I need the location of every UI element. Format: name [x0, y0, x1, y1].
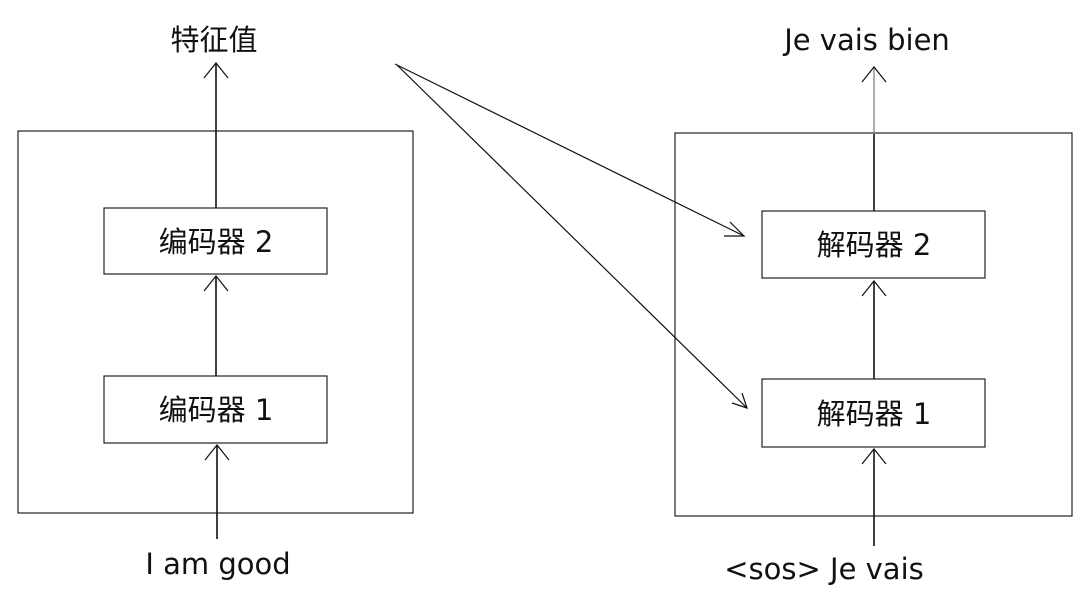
decoder-block-1 [761, 378, 986, 448]
decoder-input-arrow [861, 448, 887, 546]
encoder-block-1 [103, 375, 328, 444]
decoder-2-label: 解码器 2 [817, 228, 932, 262]
feature-to-decoder-2-arrow [394, 63, 746, 237]
encoder-1-label: 编码器 1 [159, 393, 274, 427]
encoder-output-arrow [203, 62, 229, 208]
feature-to-decoder-1-arrow [396, 64, 748, 409]
output-label: Je vais bien [782, 23, 950, 57]
decoder-output-arrow [861, 66, 887, 211]
encoder-input-label: I am good [145, 547, 290, 581]
decoder-1-label: 解码器 1 [817, 397, 932, 431]
decoder-block-2 [761, 210, 986, 279]
decoder-1-to-2-arrow [861, 280, 887, 379]
decoder-input-label: <sos> Je vais [724, 552, 924, 586]
encoder-block-2 [103, 207, 328, 275]
encoder-input-arrow [204, 444, 230, 539]
feature-label: 特征值 [170, 23, 257, 57]
encoder-2-label: 编码器 2 [159, 225, 274, 259]
encoder-1-to-2-arrow [203, 275, 229, 376]
